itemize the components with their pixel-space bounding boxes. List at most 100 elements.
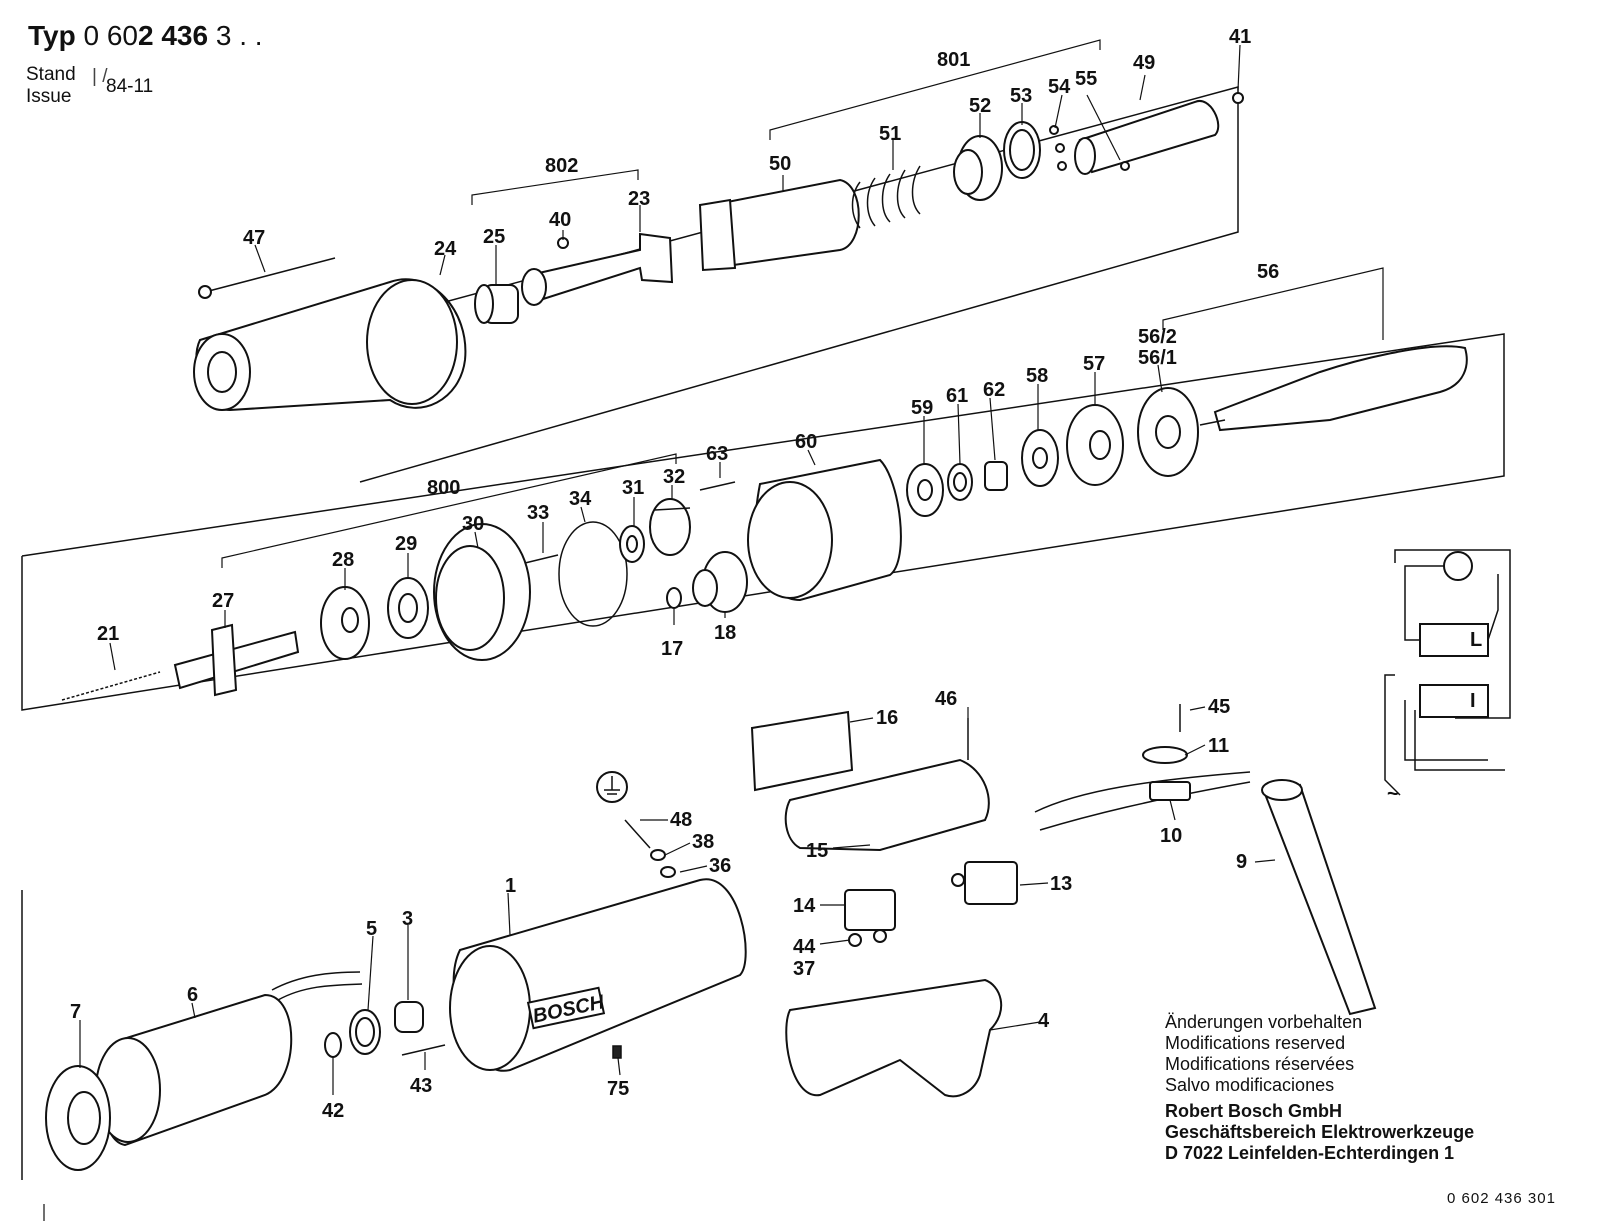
part-23-spindle [521, 232, 674, 306]
label-18: 18 [714, 622, 736, 644]
label-62: 62 [983, 379, 1005, 401]
part-58-bearing [1021, 429, 1059, 487]
label-61: 61 [946, 385, 968, 407]
label-10: 10 [1160, 825, 1182, 847]
label-56-1: 56/1 [1138, 347, 1177, 369]
label-27: 27 [212, 590, 234, 612]
label-11: 11 [1208, 735, 1229, 757]
label-15: 15 [806, 840, 828, 862]
part-38-washer [650, 849, 666, 861]
part-number-labels: 41 49 55 54 53 52 801 51 50 802 23 40 25… [70, 26, 1279, 1122]
label-42: 42 [322, 1100, 344, 1122]
part-9-cable-sleeve [1261, 779, 1377, 1016]
part-29-bearing [387, 577, 429, 639]
label-31: 31 [622, 477, 644, 499]
part-3-bushing [394, 1001, 424, 1033]
label-55: 55 [1075, 68, 1097, 90]
part-32-gear [649, 498, 691, 556]
switch-symbol-lower [1419, 684, 1489, 718]
switch-symbol-upper [1419, 623, 1489, 657]
label-54: 54 [1048, 76, 1071, 98]
part-33-screw [524, 554, 559, 564]
label-40: 40 [549, 209, 571, 231]
leader-lines [79, 44, 1276, 1095]
label-45: 45 [1208, 696, 1230, 718]
label-800: 800 [427, 477, 460, 499]
type-heading: Typ 0 602 436 3 . . [28, 20, 263, 52]
label-25: 25 [483, 226, 505, 248]
part-42-bushing [324, 1032, 342, 1058]
label-59: 59 [911, 397, 933, 419]
label-23: 23 [628, 188, 650, 210]
bracket-801 [769, 39, 1101, 140]
part-17-washer [666, 587, 682, 609]
label-29: 29 [395, 533, 417, 555]
part-27-shaft [173, 623, 300, 697]
label-3: 3 [402, 908, 413, 930]
part-13-switch [951, 861, 1018, 905]
label-57: 57 [1083, 353, 1105, 375]
label-6: 6 [187, 984, 198, 1006]
part-5-ring [349, 1009, 381, 1055]
part-15-cover [784, 758, 990, 852]
part-50-clutch-sleeve [698, 178, 860, 272]
bracket-802 [471, 169, 639, 205]
part-56-armature [1199, 345, 1468, 432]
label-43: 43 [410, 1075, 432, 1097]
company-division: Geschäftsbereich Elektrowerkzeuge [1165, 1122, 1475, 1142]
label-50: 50 [769, 153, 791, 175]
label-47: 47 [243, 227, 265, 249]
part-21-spring [61, 671, 161, 701]
label-51: 51 [879, 123, 901, 145]
label-17: 17 [661, 638, 683, 660]
notice-french: Modifications réservées [1165, 1054, 1355, 1074]
part-7-insulating-disc [45, 1065, 111, 1171]
label-75: 75 [607, 1078, 629, 1100]
notice-german: Änderungen vorbehalten [1165, 1012, 1363, 1032]
label-34: 34 [569, 488, 592, 510]
company-address: Robert Bosch GmbH Geschäftsbereich Elekt… [1165, 1101, 1474, 1164]
bracket-56 [1162, 267, 1384, 340]
switch-letter-lower: I [1470, 690, 1476, 712]
label-58: 58 [1026, 365, 1048, 387]
part-48-screw [624, 819, 651, 849]
label-13: 13 [1050, 873, 1072, 895]
notice-spanish: Salvo modificaciones [1165, 1075, 1335, 1095]
label-49: 49 [1133, 52, 1155, 74]
label-30: 30 [462, 513, 484, 535]
part-28-flange [320, 586, 370, 660]
part-34-o-ring [558, 521, 628, 627]
part-30-bearing-plate [433, 523, 531, 661]
label-5: 5 [366, 918, 377, 940]
modifications-notice: Änderungen vorbehalten Modifications res… [1165, 1012, 1362, 1096]
company-name: Robert Bosch GmbH [1165, 1101, 1343, 1121]
part-43-screw [401, 1044, 446, 1056]
part-60-motor-housing [747, 458, 902, 602]
part-47-screw [198, 257, 336, 299]
stand-label: Stand [26, 64, 76, 85]
ac-symbol-icon: ~ [1387, 783, 1399, 805]
label-9: 9 [1236, 851, 1247, 873]
label-21: 21 [97, 623, 119, 645]
part-62-sleeve [984, 461, 1008, 491]
part-52-cup [953, 135, 1003, 201]
label-41: 41 [1229, 26, 1251, 48]
label-1: 1 [505, 875, 516, 897]
issue-label: Issue [26, 86, 72, 107]
ground-icon [596, 771, 628, 803]
part-10-cable [1034, 771, 1251, 831]
part-61-washer [947, 463, 973, 501]
label-60: 60 [795, 431, 817, 453]
typ-bold: 2 436 [137, 20, 209, 51]
part-6-field-coil [95, 971, 363, 1147]
label-56: 56 [1257, 261, 1279, 283]
part-51-spring [851, 165, 921, 229]
stand-separator: | / [92, 66, 108, 87]
part-16-label-plate [750, 710, 854, 792]
label-56-2: 56/2 [1138, 326, 1177, 348]
wiring-schematic: ~ [1384, 549, 1511, 805]
part-54-balls [1049, 125, 1067, 171]
part-59-bearing [906, 463, 944, 517]
